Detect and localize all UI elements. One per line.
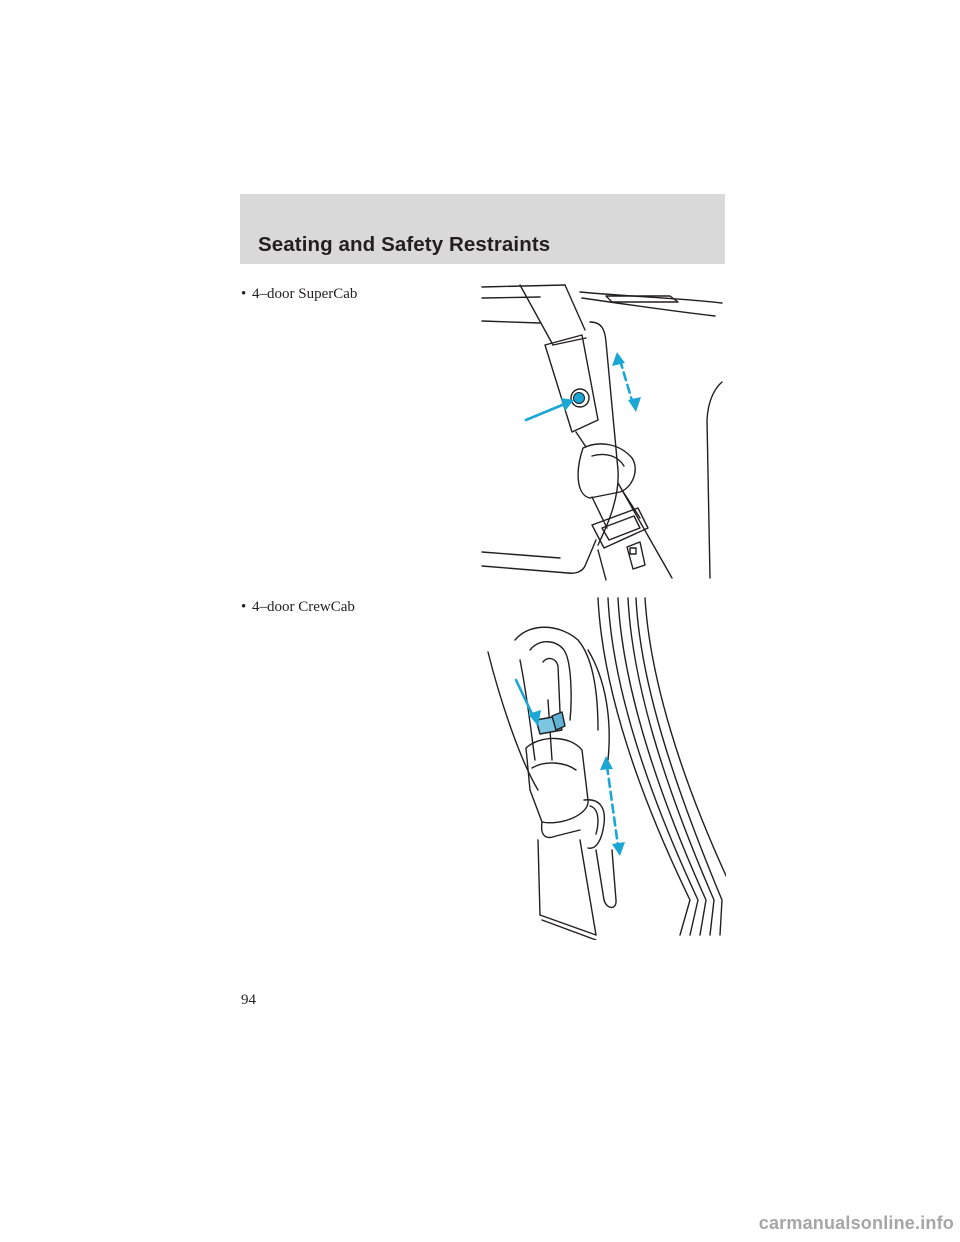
bullet-icon: • <box>241 599 247 615</box>
crewcab-seatbelt-illustration <box>487 597 726 940</box>
bullet-icon: • <box>241 286 247 302</box>
section-title: Seating and Safety Restraints <box>258 233 551 256</box>
list-item-label: 4–door SuperCab <box>252 286 358 302</box>
page-number: 94 <box>241 992 256 1008</box>
supercab-seatbelt-illustration <box>481 284 723 581</box>
list-item-supercab: • 4–door SuperCab <box>241 286 357 303</box>
list-item-crewcab: • 4–door CrewCab <box>241 599 355 616</box>
section-header-band <box>240 194 725 264</box>
list-item-label: 4–door CrewCab <box>252 599 355 615</box>
watermark: carmanualsonline.info <box>758 1213 954 1233</box>
